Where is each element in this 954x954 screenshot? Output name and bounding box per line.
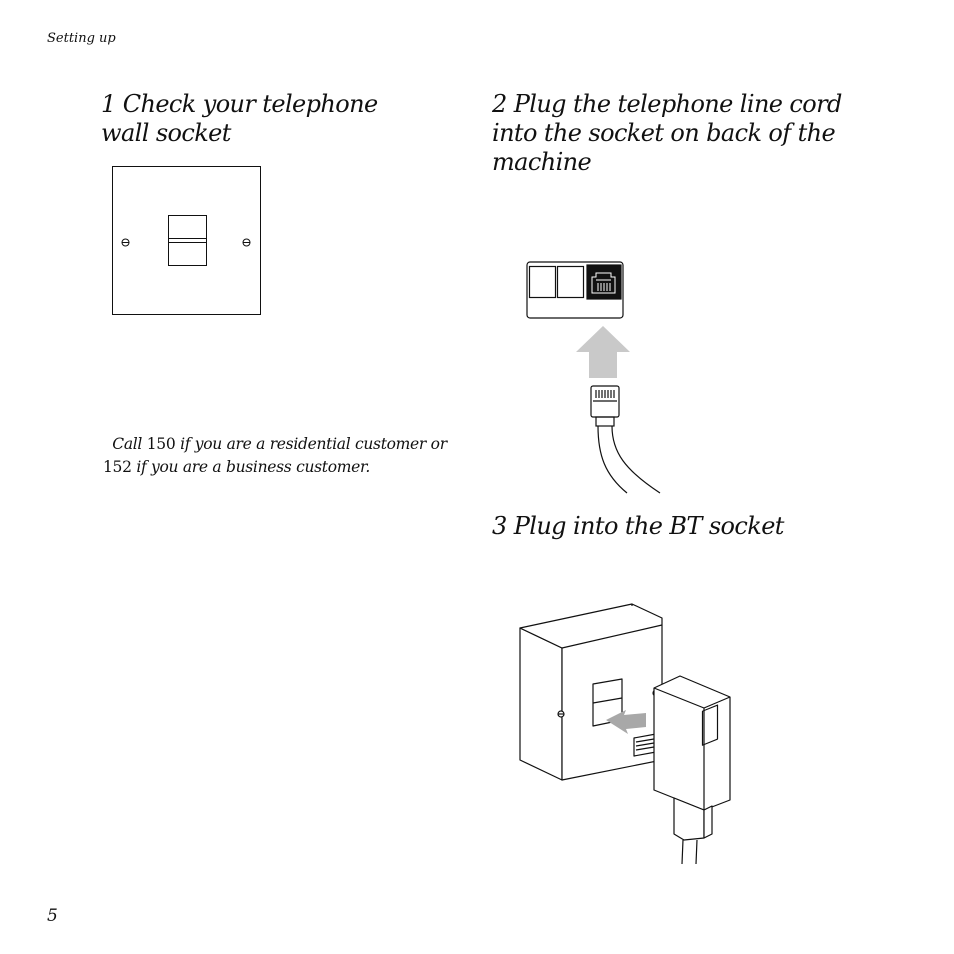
wall-socket-plate — [112, 166, 261, 315]
step-1-title: Check your telephone wall socket — [101, 90, 378, 147]
arrow-left-icon — [606, 710, 646, 734]
note-residential-text: if you are a residential customer or — [180, 435, 447, 453]
step-1-number: 1 — [101, 90, 116, 118]
helpline-note: Call 150 if you are a residential custom… — [103, 433, 448, 479]
wall-socket-port — [168, 215, 207, 266]
step-1-heading: 1 Check your telephone wall socket — [101, 90, 431, 148]
business-number: 152 — [103, 458, 132, 476]
note-lead: Call — [112, 435, 143, 453]
page-number: 5 — [47, 906, 58, 926]
step-2-title: Plug the telephone line cord into the so… — [492, 90, 842, 176]
note-business-text: if you are a business customer. — [136, 458, 371, 476]
step-3-number: 3 — [492, 512, 507, 540]
arrow-up-icon — [576, 326, 630, 378]
step-3-title: Plug into the BT socket — [513, 512, 785, 540]
line-cord — [597, 425, 628, 494]
running-head: Setting up — [47, 31, 116, 46]
residential-number: 150 — [146, 435, 176, 453]
machine-back-panel — [526, 261, 624, 319]
step-3-heading: 3 Plug into the BT socket — [492, 512, 842, 541]
step-2-number: 2 — [492, 90, 507, 118]
bt-plug-body — [653, 675, 731, 811]
bt-socket-side — [519, 627, 563, 781]
step-2-heading: 2 Plug the telephone line cord into the … — [492, 90, 842, 177]
